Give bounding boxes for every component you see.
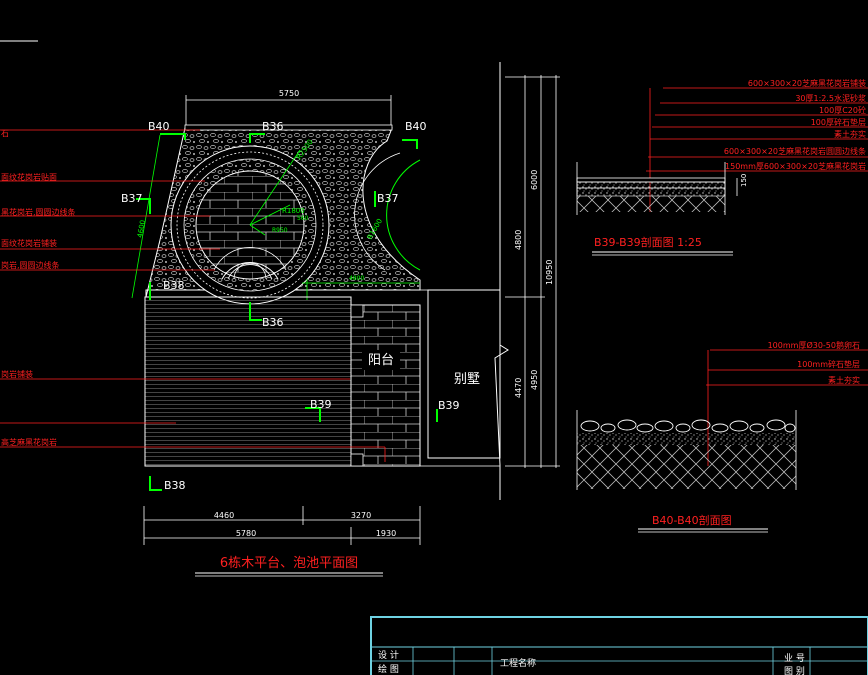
note-4: 面纹花岗岩铺装: [1, 238, 57, 248]
dim-side: 4800: [349, 275, 364, 282]
section-markers: [136, 133, 438, 491]
plan-title: 6栋木平台、泡池平面图: [220, 555, 358, 571]
coping-strip: [184, 124, 393, 131]
mark-b38-bottom: B38: [164, 479, 186, 492]
mark-b40-right: B40: [405, 120, 427, 133]
section-b39: 600×300×20芝麻黑花岗岩铺装 30厚1:2.5水泥砂浆 100厚C20砼…: [576, 78, 868, 256]
b39-dim: 150: [740, 174, 748, 187]
mark-b37-right: B37: [377, 192, 399, 205]
b40-title: B40-B40剖面图: [652, 513, 732, 527]
b39-note-4: 100厚碎石垫层: [811, 117, 866, 127]
mark-b36-top: B36: [262, 120, 284, 133]
mark-b36-bottom: B36: [262, 316, 284, 329]
note-2: 面纹花岗岩贴面: [1, 172, 57, 182]
section-b40: 100mm厚Ø30-50鹅卵石 100mm碎石垫层 素土夯实 B40-B40剖面…: [576, 340, 868, 533]
note-7: 高芝麻黑花岗岩: [1, 437, 57, 447]
dim-right-a: 6000: [530, 170, 539, 190]
dim-bottom-left: 4460: [214, 511, 234, 520]
leader-lines: [0, 129, 386, 462]
dim-overall: 5780: [236, 529, 256, 538]
dim-overall-right: 1930: [376, 529, 396, 538]
b39-note-3: 100厚C20砼: [819, 105, 866, 115]
balcony-brick: [350, 304, 421, 467]
plan-view: 5750 R2500 R1800 R950 560 R1600 4600: [0, 62, 560, 577]
dim-radius-inner: R1800: [282, 207, 305, 215]
villa-building: [427, 289, 501, 459]
tb-job: 业 号: [784, 653, 805, 664]
b40-note-1: 100mm厚Ø30-50鹅卵石: [768, 340, 860, 350]
dim-small: 560: [297, 215, 309, 222]
title-block: 设 计 绘 图 工程名称 业 号 图 别: [370, 616, 868, 675]
note-6: 岗岩铺装: [1, 369, 33, 379]
dim-right-b: 4800: [514, 230, 523, 250]
note-5: 岗岩,圆圆边线条: [1, 260, 60, 270]
b39-note-6: 600×300×20芝麻黑花岗岩圆圆边线条: [724, 146, 866, 156]
b39-note-2: 30厚1:2.5水泥砂浆: [795, 93, 866, 103]
mark-b40-left: B40: [148, 120, 170, 133]
b40-note-3: 素土夯实: [828, 375, 860, 385]
note-1: 石: [1, 129, 9, 138]
b39-note-5: 素土夯实: [834, 129, 866, 139]
mark-b39-right: B39: [438, 399, 460, 412]
dim-left: 4600: [136, 219, 147, 238]
tb-design: 设 计: [378, 649, 399, 661]
mark-b37-left: B37: [121, 192, 143, 205]
tb-sheet: 图 别: [784, 666, 805, 675]
b39-layer-top: [576, 177, 726, 183]
b39-title: B39-B39剖面图 1:25: [594, 235, 702, 249]
arc-right: [386, 159, 421, 271]
dim-radius-small: R950: [272, 227, 288, 234]
tb-draw: 绘 图: [378, 663, 399, 675]
b39-note-7: 150mm厚600×300×20芝麻黑花岗岩: [725, 161, 866, 171]
b40-note-2: 100mm碎石垫层: [797, 359, 860, 369]
label-balcony: 阳台: [368, 353, 394, 368]
dim-bottom-right: 3270: [351, 511, 371, 520]
wood-deck: [144, 296, 352, 467]
note-3: 黑花岗岩,圆圆边线条: [1, 207, 76, 217]
dim-right-d: 4950: [530, 370, 539, 390]
dim-right-total: 10950: [545, 260, 554, 285]
b39-note-1: 600×300×20芝麻黑花岗岩铺装: [748, 78, 866, 88]
pool-steps: [221, 262, 279, 280]
dim-top: 5750: [279, 89, 299, 98]
mark-b38-top: B38: [163, 279, 185, 292]
dim-right-c: 4470: [514, 378, 523, 398]
label-villa: 别墅: [454, 372, 480, 387]
b40-pebbles: [580, 419, 796, 433]
mark-b39-left: B39: [310, 398, 332, 411]
tb-project: 工程名称: [500, 657, 536, 669]
